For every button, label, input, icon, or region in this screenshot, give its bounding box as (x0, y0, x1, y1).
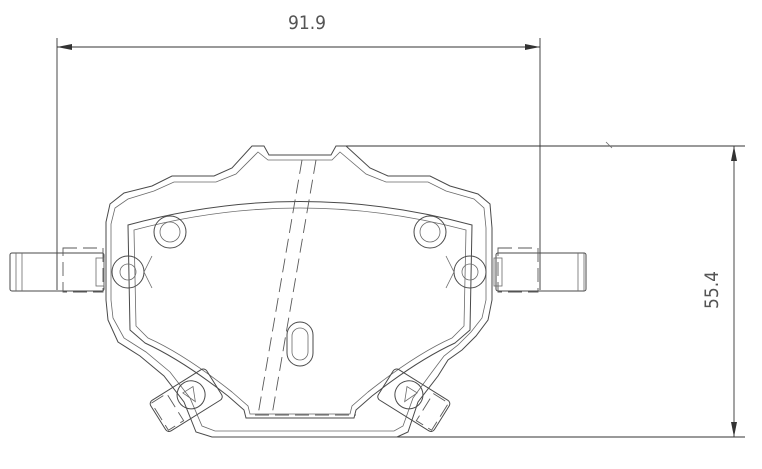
centre-slot (286, 321, 314, 367)
left-clip (9, 247, 153, 293)
width-dimension: 91.9 (56, 12, 541, 290)
width-arrow-right (525, 44, 540, 50)
hole-left (153, 215, 187, 249)
height-dimension-label: 55.4 (701, 271, 723, 309)
height-dimension: 55.4 (262, 141, 745, 438)
height-arrow-top (731, 146, 737, 161)
width-arrow-left (57, 44, 72, 50)
friction-material-inner (133, 207, 467, 415)
backing-plate-outline (105, 145, 493, 438)
lower-left-tab (149, 368, 223, 432)
lower-right-tab (377, 368, 451, 432)
height-arrow-bottom (731, 422, 737, 437)
width-dimension-label: 91.9 (288, 12, 326, 34)
slot-line-right (271, 159, 317, 416)
backing-plate-inner-edge (110, 151, 487, 432)
friction-material-outline (127, 201, 473, 419)
right-clip (445, 247, 587, 293)
slot-line-left (257, 159, 303, 416)
tick-mark (605, 141, 613, 149)
hole-right (413, 215, 447, 249)
